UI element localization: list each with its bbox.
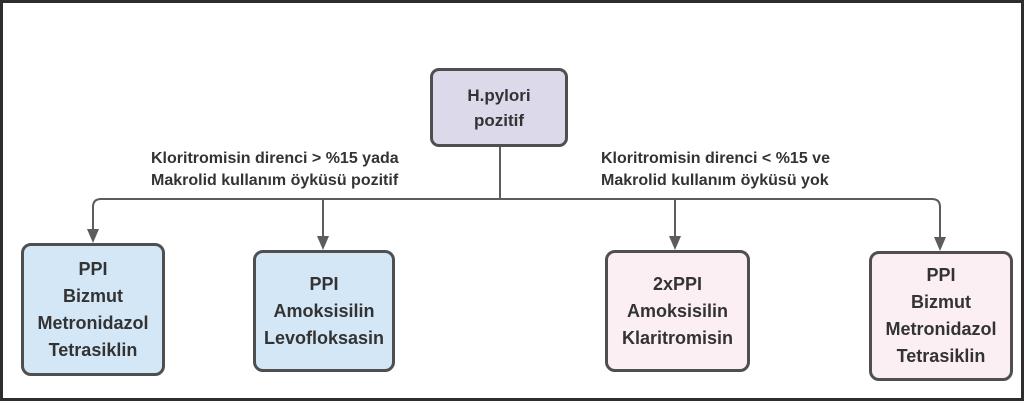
node-line: PPI (78, 258, 108, 279)
branch-label-line: Kloritromisin direnci < %15 ve (601, 150, 830, 167)
node-hpylori-pozitif: H.pylori pozitif (430, 68, 568, 147)
node-line: Bizmut (911, 292, 971, 312)
branch-label-line: Makrolid kullanım öyküsü yok (601, 172, 829, 189)
node-line: PPI (309, 273, 339, 294)
branch-label-right: Kloritromisin direnci < %15 ve Makrolid … (601, 148, 830, 192)
node-ppi-bizmut-metronidazol-tetrasiklin-left: PPI Bizmut Metronidazol Tetrasiklin (21, 243, 165, 376)
branch-label-line: Kloritromisin direnci > %15 yada (151, 150, 399, 167)
arrowhead-3 (669, 236, 681, 250)
node-line: Tetrasiklin (48, 339, 138, 360)
node-line: Metronidazol (37, 312, 149, 333)
node-line: Levofloksasin (263, 327, 385, 348)
node-line: Bizmut (63, 285, 123, 306)
branch-label-line: Makrolid kullanım öyküsü pozitif (151, 172, 399, 189)
node-line: Klaritromisin (621, 327, 734, 348)
node-ppi-amoksisilin-levofloksasin: PPI Amoksisilin Levofloksasin (253, 250, 395, 372)
arrowhead-1 (87, 229, 99, 243)
node-line: Tetrasiklin (896, 346, 986, 366)
node-2xppi-amoksisilin-klaritromisin: 2xPPI Amoksisilin Klaritromisin (605, 250, 750, 372)
node-line: Metronidazol (885, 319, 997, 339)
node-line: PPI (926, 265, 956, 285)
node-line: pozitif (473, 110, 525, 130)
node-line: H.pylori (467, 85, 531, 105)
node-ppi-bizmut-metronidazol-tetrasiklin-right: PPI Bizmut Metronidazol Tetrasiklin (869, 251, 1013, 381)
bus-line (92, 198, 941, 237)
node-line: Amoksisilin (626, 300, 729, 321)
branch-label-left: Kloritromisin direnci > %15 yada Makroli… (151, 148, 399, 192)
node-line: 2xPPI (652, 273, 703, 294)
arrowhead-2 (317, 236, 329, 250)
node-line: Amoksisilin (273, 300, 375, 321)
arrowhead-4 (934, 237, 946, 251)
